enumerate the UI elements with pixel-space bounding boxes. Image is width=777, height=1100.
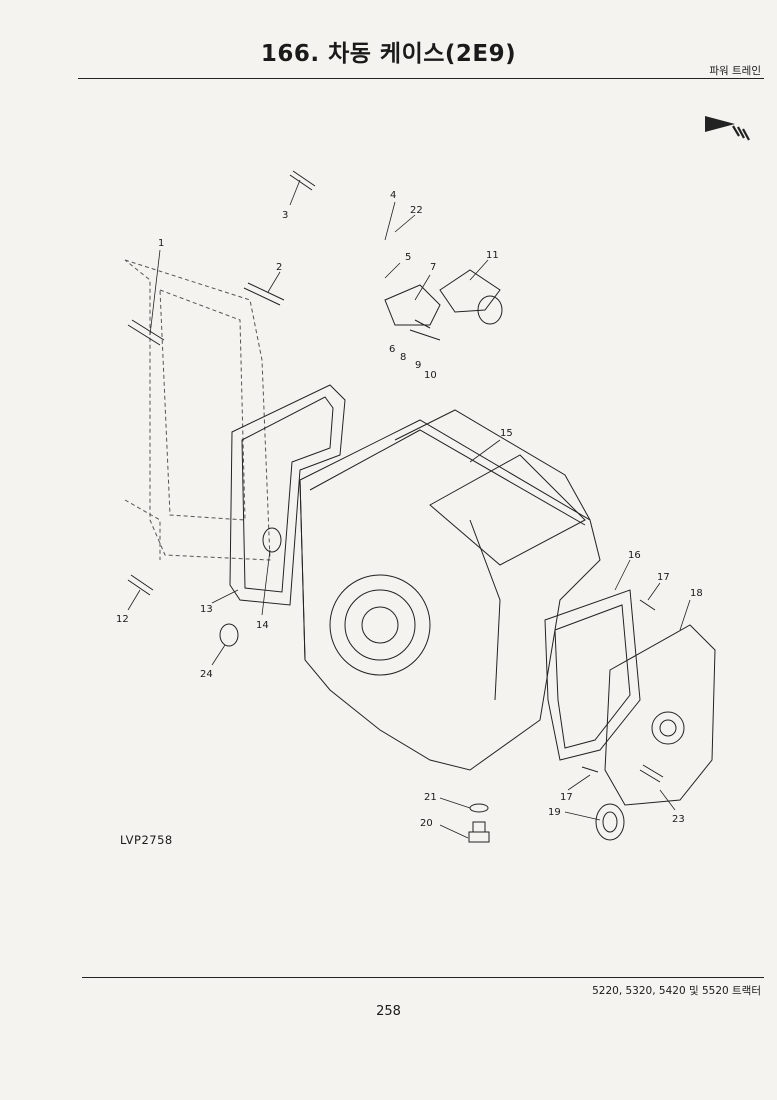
- callout-10: 10: [424, 370, 437, 381]
- callout-7: 7: [430, 262, 436, 273]
- callout-16: 16: [628, 550, 641, 561]
- callout-20: 20: [420, 818, 433, 829]
- page-title: 166. 차동 케이스(2E9): [260, 41, 517, 67]
- callout-24: 24: [200, 669, 213, 680]
- model-list: 5220, 5320, 5420 및 5520 트랙터: [592, 985, 761, 997]
- direction-arrow-icon: [705, 116, 750, 141]
- callout-5: 5: [405, 252, 411, 263]
- callout-9: 9: [415, 360, 421, 371]
- callout-14: 14: [256, 620, 269, 631]
- callout-4: 4: [390, 190, 396, 201]
- figure-code: LVP2758: [120, 833, 173, 847]
- callout-3: 3: [282, 210, 288, 221]
- callout-22: 22: [410, 205, 423, 216]
- footer-rule: [82, 977, 764, 978]
- callout-12: 12: [116, 614, 129, 625]
- callout-11: 11: [486, 250, 499, 261]
- callout-13: 13: [200, 604, 213, 615]
- callout-19: 19: [548, 807, 561, 818]
- callout-1: 1: [158, 238, 164, 249]
- callout-23: 23: [672, 814, 685, 825]
- callout-17b: 17: [560, 792, 573, 803]
- callout-8: 8: [400, 352, 406, 363]
- exploded-parts-diagram: 1 2 3 4 5 6 7 8 9 10 11 12 13 14 15 16 1…: [116, 170, 716, 843]
- callout-15: 15: [500, 428, 513, 439]
- page-number: 258: [376, 1004, 401, 1019]
- callout-17a: 17: [657, 572, 670, 583]
- callout-2: 2: [276, 262, 282, 273]
- callout-21: 21: [424, 792, 437, 803]
- section-label: 파워 트레인: [709, 65, 761, 77]
- callout-6: 6: [389, 344, 395, 355]
- header-rule: [78, 78, 764, 79]
- callout-18: 18: [690, 588, 703, 599]
